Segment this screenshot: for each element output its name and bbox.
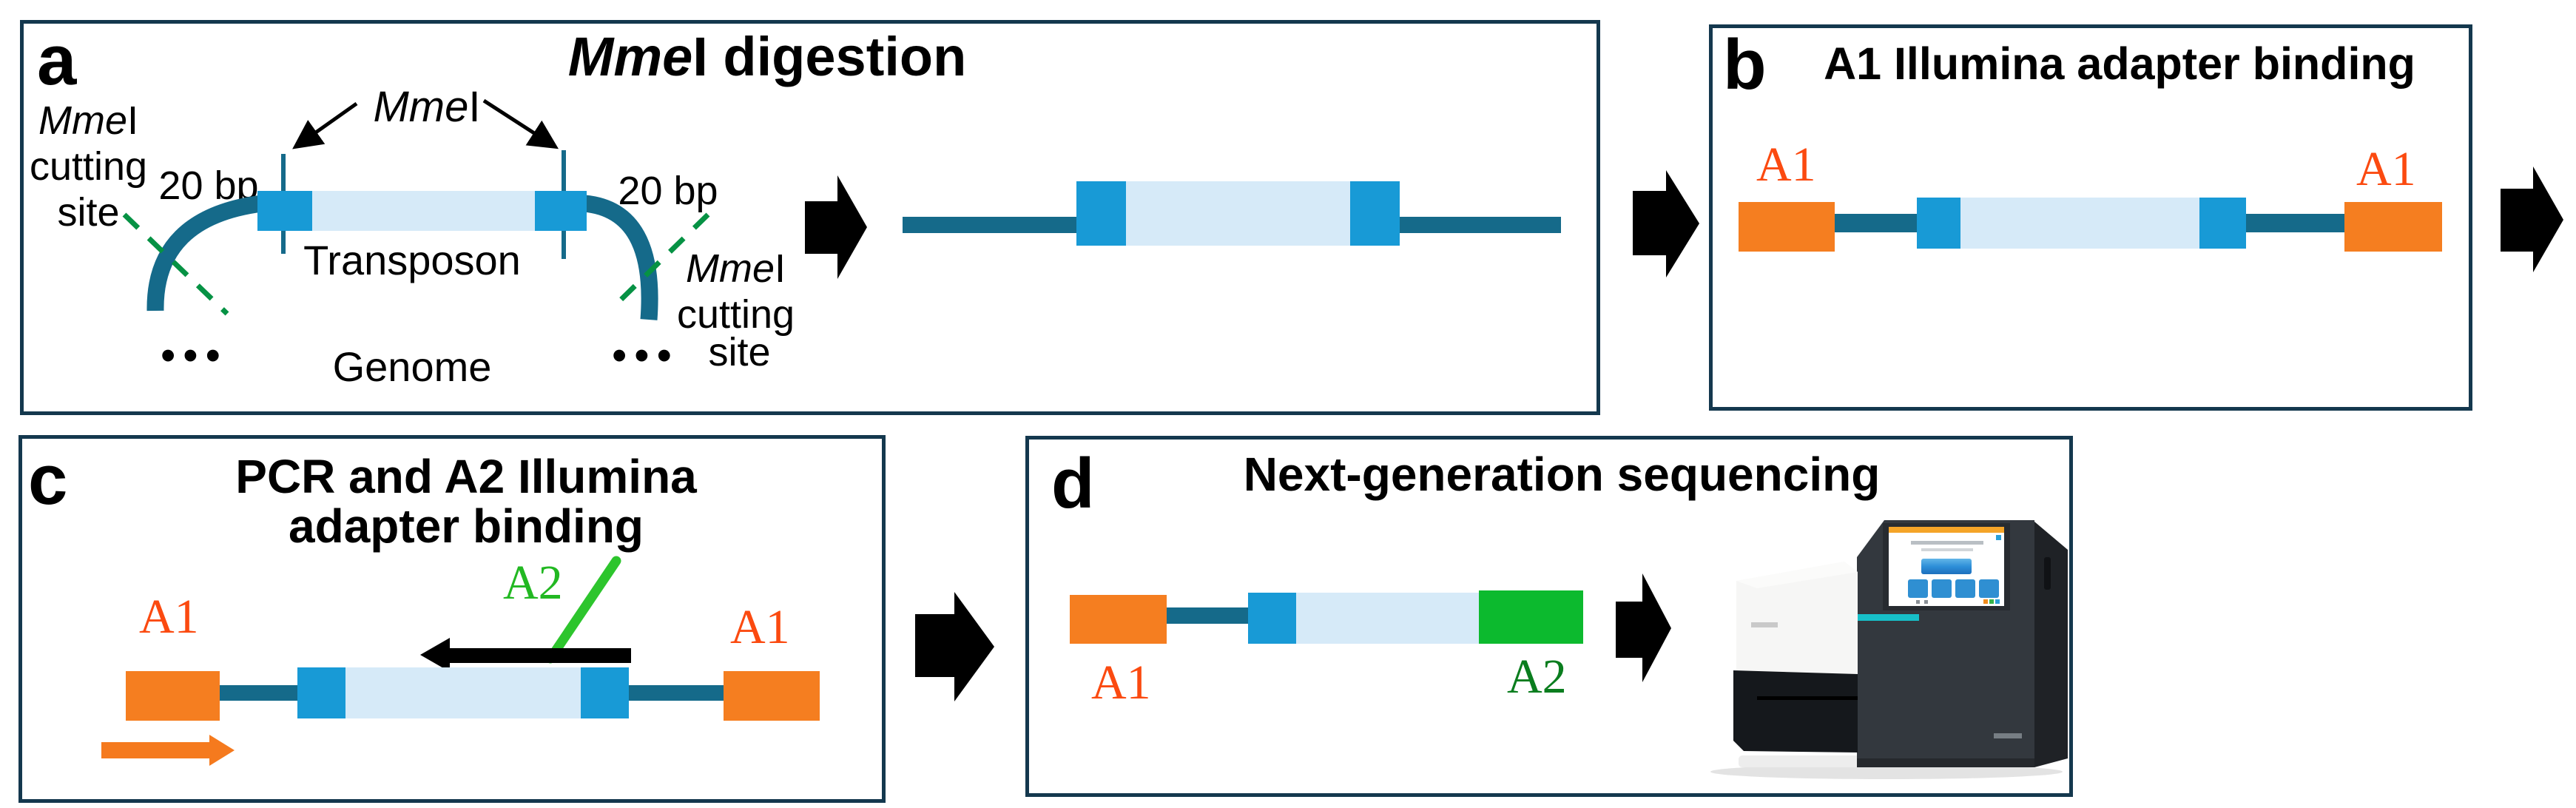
transposon-end-left — [1917, 198, 1960, 249]
mmei-pointer-arrow-right — [482, 98, 559, 149]
machine-accent-line — [1857, 614, 1919, 621]
machine-side-panel — [2034, 522, 2068, 767]
cutting-site-dash-left — [122, 212, 229, 316]
machine-shadow — [1710, 764, 2063, 779]
mmei-cutting-site-right-label-site: site — [708, 330, 771, 374]
cutting-site-dash-right — [610, 212, 710, 311]
mmei-cutting-site-left-label: MmeI cutting site — [29, 98, 148, 235]
machine-flap — [1736, 562, 1858, 674]
panel-d-title: Next-generation sequencing — [1243, 448, 1881, 501]
a2-adapter — [1479, 590, 1583, 644]
genome-curve-right — [583, 195, 658, 320]
a1-label-right: A1 — [2356, 142, 2416, 196]
a1-adapter-left — [1739, 202, 1835, 252]
transposon-label: Transposon — [303, 237, 521, 283]
mmei-cutting-site-right-label: MmeI cutting — [676, 246, 795, 337]
panel-a: a MmeI digestion MmeI MmeI cutting site … — [20, 20, 1600, 415]
mmei-enzyme-label: MmeI — [373, 83, 481, 131]
backbone — [1167, 607, 1248, 624]
backbone-left — [1835, 214, 1917, 232]
transposon-body — [345, 667, 581, 718]
pcr-primer-arrow-black — [420, 638, 631, 672]
backbone-right — [2246, 214, 2344, 232]
panel-a-title: MmeI digestion — [542, 28, 993, 86]
a1-adapter — [1070, 595, 1167, 644]
screen-button — [1921, 559, 1972, 574]
panel-d-letter: d — [1051, 444, 1095, 523]
a1-label-left: A1 — [139, 590, 199, 644]
machine-model-mark — [1994, 733, 2022, 738]
transposon-end-right — [581, 667, 629, 718]
a1-label: A1 — [1091, 656, 1151, 710]
transposon-end-left — [257, 191, 312, 231]
genome-label: Genome — [332, 343, 492, 390]
screen-top-bar — [1889, 527, 2004, 533]
panel-a-title-rest: I digestion — [692, 26, 967, 87]
genome-ellipsis-right: ••• — [612, 331, 679, 380]
transposon-body — [312, 191, 535, 231]
sequencer-machine-image — [1710, 520, 2068, 779]
a1-adapter-right — [724, 671, 820, 721]
machine-drawer-slot — [1757, 696, 1858, 700]
transposon-end — [1248, 593, 1296, 644]
panel-c: c PCR and A2 Illumina adapter binding A1… — [18, 435, 886, 803]
panel-c-title-line1: PCR and A2 Illumina — [235, 450, 697, 503]
flow-arrow-b-to-c — [2501, 166, 2563, 272]
machine-logo-mark — [1751, 622, 1778, 627]
genome-curve-left — [146, 195, 263, 312]
bp-right-label: 20 bp — [618, 169, 718, 213]
panel-d: d Next-generation sequencing A1 A2 — [1025, 436, 2073, 797]
fragment-end-left — [1076, 181, 1126, 246]
a2-label: A2 — [1507, 650, 1567, 704]
panel-c-title: PCR and A2 Illumina adapter binding — [74, 450, 858, 553]
a1-adapter-left — [126, 671, 220, 721]
flow-arrow-c-to-d — [915, 592, 994, 701]
panel-a-shapes — [122, 98, 867, 320]
genome-ellipsis-left: ••• — [161, 331, 228, 380]
transposon-end-right — [535, 191, 587, 231]
machine-side-vent — [2044, 557, 2051, 590]
panel-a-title-italic: Mme — [567, 26, 693, 87]
mmei-pointer-arrow-left — [292, 101, 358, 149]
flow-arrow-to-sequencer — [1616, 573, 1671, 682]
panel-c-shapes — [101, 556, 631, 766]
a1-label-left: A1 — [1756, 138, 1816, 192]
panel-b-letter: b — [1723, 25, 1767, 104]
flow-arrow-digestion — [805, 175, 867, 279]
flow-arrow-a-to-b — [1633, 170, 1699, 277]
fragment-end-right — [1350, 181, 1400, 246]
backbone-left — [220, 685, 297, 701]
a1-label-right: A1 — [730, 600, 790, 654]
a2-adapter-line — [545, 556, 621, 664]
fragment-body — [1126, 181, 1350, 246]
panel-b: b A1 Illumina adapter binding A1 A1 — [1709, 24, 2472, 411]
panel-a-letter: a — [37, 21, 77, 100]
panel-c-letter: c — [28, 440, 68, 519]
a1-adapter-right — [2344, 202, 2442, 252]
machine-drawer — [1733, 670, 1858, 753]
panel-c-title-line2: adapter binding — [289, 499, 644, 553]
transposon-body — [1960, 198, 2199, 249]
transposon-body — [1296, 593, 1479, 644]
a2-label: A2 — [503, 556, 563, 610]
panel-b-title: A1 Illumina adapter binding — [1824, 38, 2415, 89]
pcr-primer-arrow-orange — [101, 735, 235, 766]
backbone-right — [629, 685, 724, 701]
transposon-end-left — [297, 667, 345, 718]
transposon-end-right — [2199, 198, 2246, 249]
